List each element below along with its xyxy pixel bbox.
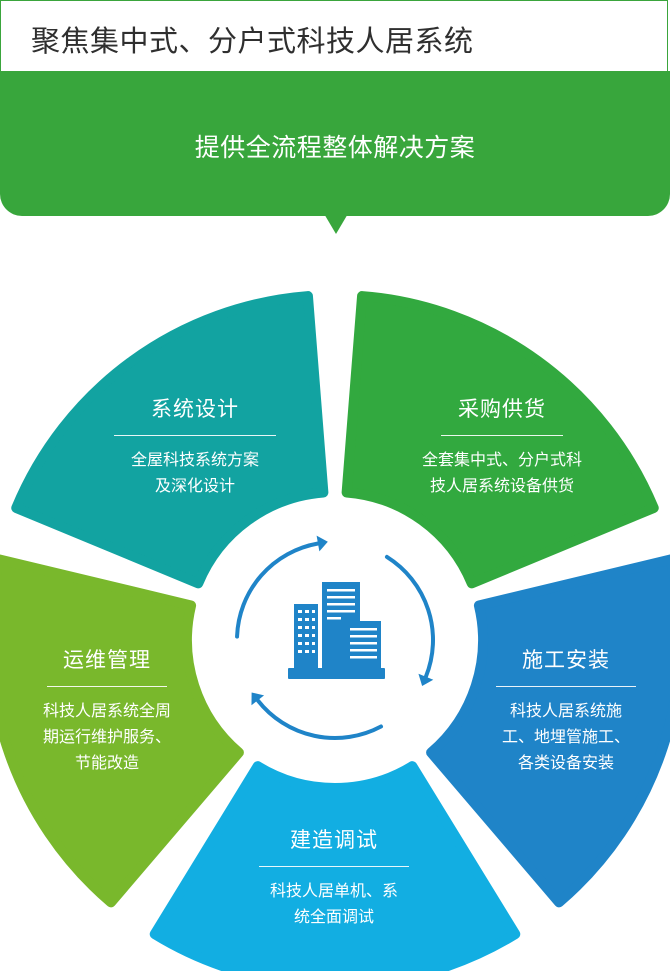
segment-divider	[441, 435, 563, 436]
segment-divider	[259, 866, 409, 867]
segments-layer	[0, 291, 670, 971]
cycle-arrow-bottom	[255, 698, 384, 740]
cycle-arrowhead-bottom	[251, 692, 265, 706]
segment-desc: 全套集中式、分户式科 技人居系统设备供货	[421, 450, 582, 495]
banner-pointer	[323, 212, 349, 234]
segment-title: 建造调试	[290, 828, 378, 852]
segment-desc: 全屋科技系统方案 及深化设计	[130, 450, 259, 495]
segment-system-design: 系统设计 全屋科技系统方案 及深化设计	[90, 393, 300, 499]
segment-divider	[47, 686, 167, 687]
segment-shape-system-design	[11, 291, 329, 589]
segment-shape-procurement	[341, 291, 659, 589]
segment-title: 采购供货	[458, 397, 546, 421]
segment-divider	[114, 435, 276, 436]
segment-desc: 科技人居单机、系 统全面调试	[269, 881, 398, 926]
segment-desc: 科技人居系统施 工、地埋管施工、 各类设备安装	[501, 701, 630, 772]
segment-shape-commissioning	[149, 761, 521, 971]
segment-title: 施工安装	[522, 648, 610, 672]
page-title: 聚焦集中式、分户式科技人居系统	[31, 24, 474, 58]
segment-shape-operations	[0, 554, 244, 908]
cycle-arrow-right	[384, 554, 435, 679]
building-icon	[288, 582, 385, 679]
cycle-arrowhead-right	[418, 673, 434, 686]
segment-divider	[496, 686, 636, 687]
header-box: 聚焦集中式、分户式科技人居系统	[0, 0, 668, 72]
segment-title: 系统设计	[151, 397, 239, 421]
cycle-arrowhead-top	[316, 535, 328, 552]
segment-shape-installation	[426, 554, 670, 908]
segment-commissioning: 建造调试 科技人居单机、系 统全面调试	[224, 824, 444, 930]
segment-title: 运维管理	[63, 648, 151, 672]
segment-installation: 施工安装 科技人居系统施 工、地埋管施工、 各类设备安装	[471, 644, 661, 776]
banner-subtitle: 提供全流程整体解决方案	[194, 133, 476, 162]
segment-procurement: 采购供货 全套集中式、分户式科 技人居系统设备供货	[382, 393, 622, 499]
cycle-arrow-top	[235, 541, 320, 639]
cycle-arrows-icon	[235, 535, 435, 740]
subtitle-banner: 提供全流程整体解决方案	[0, 71, 670, 216]
segment-operations: 运维管理 科技人居系统全周 期运行维护服务、 节能改造	[14, 644, 200, 776]
segment-desc: 科技人居系统全周 期运行维护服务、 节能改造	[42, 701, 171, 772]
